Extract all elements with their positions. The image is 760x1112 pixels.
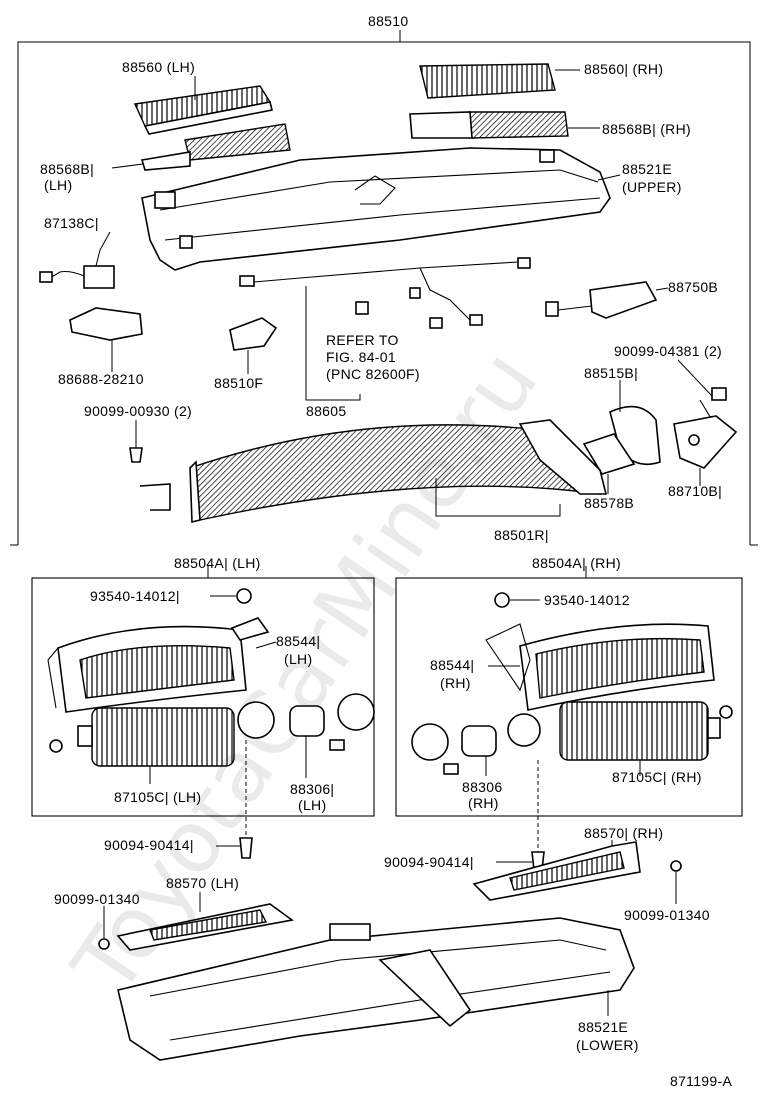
clip-93540-lh [210,588,277,649]
label-88560-rh: 88560| (RH) [584,61,663,77]
evaporator-88501r [139,419,608,524]
footer-code: 871199-A [670,1073,732,1089]
label-88568-lh-1: 88568B| [40,161,94,177]
blower-case-rh [485,623,715,711]
pad-88568-rh [409,111,600,139]
label-88306-rh-1: 88306 [462,779,502,795]
label-refer-1: REFER TO [326,332,399,348]
clip-90099-01340-rh [670,860,682,904]
label-refer-3: (PNC 82600F) [326,366,420,382]
plate-88578b [582,433,636,494]
clip-90099-01340-lh [98,906,110,950]
clip-88510f [229,317,278,374]
label-88521-upper-2: (UPPER) [622,179,682,195]
wire-harness-88605 [239,257,531,401]
label-88544-rh-2: (RH) [440,675,471,691]
label-87138: 87138C| [44,215,99,231]
door-88570-lh [116,892,294,951]
label-88504-rh: 88504A| (RH) [532,555,621,571]
label-88605: 88605 [306,403,346,419]
label-88510f: 88510F [214,375,263,391]
blower-rh-frame [395,566,743,817]
label-90099-01340-lh: 90099-01340 [54,891,140,907]
label-88306-rh-2: (RH) [468,795,499,811]
label-87105-lh: 87105C| (LH) [114,789,201,805]
filter-88560-rh [419,63,580,99]
upper-case-88521e [141,147,621,271]
label-88570-rh: 88570| (RH) [584,825,663,841]
actuator-88710b [673,415,738,486]
fan-87105c-rh [559,701,733,776]
label-90099-00930: 90099-00930 (2) [84,403,192,419]
label-88515: 88515B| [584,365,638,381]
label-88501: 88501R| [494,527,549,543]
filter-88560-lh [133,76,273,135]
label-88578: 88578B [584,495,634,511]
label-88570-lh: 88570 (LH) [166,875,239,891]
label-refer-2: FIG. 84-01 [326,349,396,365]
label-87105-rh: 87105C| (RH) [612,769,702,785]
lower-case-88521e [117,917,635,1061]
label-93540-lh: 93540-14012| [90,588,180,604]
pad-88568-lh [111,123,291,171]
label-88306-lh-2: (LH) [298,797,326,813]
label-88688: 88688-28210 [58,371,144,387]
label-88521-lower-1: 88521E [578,1019,628,1035]
motor-88306-rh [411,713,541,776]
label-88510: 88510 [368,13,408,29]
label-88750: 88750B [668,279,718,295]
door-88570-rh [472,840,641,901]
amplifier-88750b [545,281,669,319]
clip-93540-rh [488,592,540,667]
label-90094-lh: 90094-90414| [104,837,194,853]
connector-87138c [39,231,115,289]
label-88544-lh-2: (LH) [284,651,312,667]
sensor-88688 [69,307,143,372]
label-90099-01340-rh: 90099-01340 [624,907,710,923]
fan-87105c-lh [49,707,235,784]
label-88568-lh-2: (LH) [44,177,72,193]
label-90099-04381: 90099-04381 (2) [614,343,722,359]
motor-88306-lh [237,693,375,778]
label-88504-lh: 88504A| (LH) [174,555,261,571]
label-88521-lower-2: (LOWER) [576,1037,639,1053]
blower-case-lh [47,625,247,713]
screw-90094-lh [216,837,253,859]
blower-lh-frame [31,566,375,817]
label-93540-rh: 93540-14012 [544,592,630,608]
main-assembly-bracket [10,30,758,546]
label-90094-rh: 90094-90414| [384,854,474,870]
label-88521-upper-1: 88521E [622,161,672,177]
label-88710: 88710B| [668,483,722,499]
label-88306-lh-1: 88306| [290,781,334,797]
screw-90099-00930 [129,420,143,463]
label-88568-rh: 88568B| (RH) [602,121,691,137]
label-88544-rh-1: 88544| [430,657,474,673]
label-88560-lh: 88560 (LH) [122,59,195,75]
screw-90099-04381 [677,359,727,431]
label-88544-lh-1: 88544| [276,633,320,649]
